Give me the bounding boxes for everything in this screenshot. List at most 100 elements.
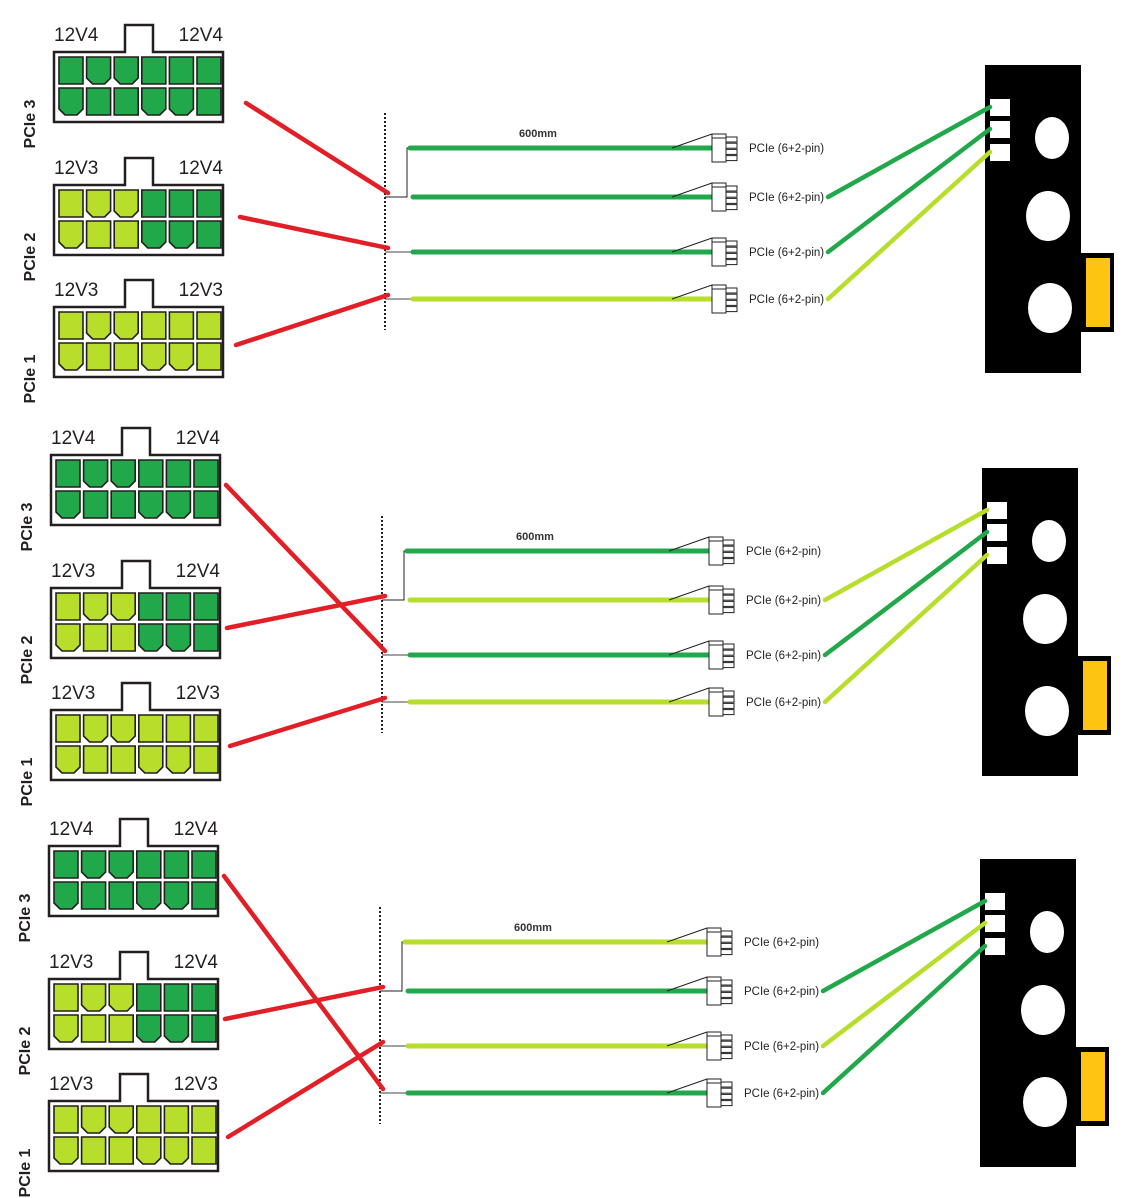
connector-pin-slot: [722, 600, 735, 607]
connector-pin-slot: [720, 1040, 733, 1047]
gpu-bracket: [1086, 258, 1110, 327]
connector-pin: [165, 623, 192, 652]
psu-port-name: PCIe 1: [17, 1148, 34, 1197]
cable-connector-label: PCIe (6+2-pin): [744, 937, 819, 949]
connector-latch: [711, 237, 727, 243]
connector-pin: [163, 850, 190, 879]
connector-pin: [113, 189, 139, 218]
connector-pin-slot: [725, 246, 738, 253]
gpu-power-port: [987, 547, 1007, 564]
cable-pair-split: [382, 550, 409, 601]
connector-pin: [53, 1014, 79, 1043]
connector-pin: [53, 1105, 79, 1134]
connector-pin: [168, 311, 195, 340]
gpu-bracket: [1081, 1052, 1105, 1121]
connector-pin: [165, 714, 192, 743]
connector-pin-slot: [725, 299, 738, 306]
cable-to-gpu-wire: [820, 898, 988, 994]
gpu-power-port: [987, 524, 1007, 541]
connector-latch: [706, 1031, 722, 1037]
connector-pin: [110, 714, 136, 743]
connector-pin-slot: [725, 252, 738, 259]
connector-pin: [191, 1014, 217, 1043]
connector-pin-slot: [720, 949, 733, 956]
pcie-6plus2-connector: PCIe (6+2-pin): [666, 1031, 819, 1061]
connector-pin: [85, 56, 112, 85]
cable-connector-label: PCIe (6+2-pin): [744, 1041, 819, 1053]
connector-pin: [58, 311, 84, 340]
pcie-6plus2-connector: PCIe (6+2-pin): [671, 133, 824, 163]
pcie-6plus2-connector: PCIe (6+2-pin): [668, 585, 821, 615]
connector-pin-slot: [720, 979, 733, 986]
connector-pin: [113, 56, 139, 85]
connector-pin: [108, 1105, 134, 1134]
connector-pin: [191, 1105, 217, 1134]
connector-pin: [163, 1014, 190, 1043]
connector-pin: [85, 87, 112, 116]
psu-port-name: PCIe 1: [22, 354, 39, 403]
left-rail-label: 12V3: [51, 561, 95, 582]
psu-to-cable-wire: [243, 100, 391, 196]
graphics-card: [985, 65, 1114, 373]
connector-lead: [671, 237, 713, 253]
connector-pin-slot: [722, 607, 735, 614]
gpu-mount-hole: [1025, 686, 1069, 736]
connector-pin-slot: [725, 306, 738, 313]
gpu-mount-hole: [1032, 520, 1066, 562]
connector-pin-slot: [725, 293, 738, 300]
psu-to-cable-wire: [222, 984, 386, 1022]
connector-pin-slot: [722, 696, 735, 703]
connector-pin: [196, 56, 222, 85]
left-rail-label: 12V3: [54, 158, 98, 179]
connector-pin: [191, 1136, 217, 1165]
gpu-mount-hole: [1026, 191, 1070, 241]
cable-to-gpu-wire: [822, 507, 990, 603]
connector-latch: [711, 182, 727, 188]
connector-pin: [113, 87, 139, 116]
connector-pin: [138, 745, 164, 774]
pcie-6plus2-connector: PCIe (6+2-pin): [671, 284, 824, 314]
connector-pin: [85, 311, 112, 340]
gpu-power-port: [990, 99, 1010, 116]
connector-pin: [165, 490, 192, 519]
connector-pin-slot: [722, 545, 735, 552]
connector-pin: [193, 592, 219, 621]
connector-pin-slot: [720, 930, 733, 937]
pcie-6plus2-connector: PCIe (6+2-pin): [671, 237, 824, 267]
cable-pair-split: [380, 941, 407, 992]
connector-pin-slot: [720, 942, 733, 949]
right-rail-label: 12V4: [176, 561, 221, 582]
pcie-6plus2-connector: PCIe (6+2-pin): [668, 536, 821, 566]
connector-pin: [85, 189, 112, 218]
connector-lead: [668, 687, 710, 703]
connector-pin-slot: [720, 1046, 733, 1053]
connector-pin: [168, 56, 195, 85]
connector-pin: [82, 745, 109, 774]
connector-pin: [80, 983, 107, 1012]
connector-lead: [671, 182, 713, 198]
connector-pin: [191, 850, 217, 879]
connector-pin: [196, 220, 222, 249]
connector-pin-slot: [725, 185, 738, 192]
connector-pin: [82, 623, 109, 652]
connector-lead: [668, 585, 710, 601]
cable-connector-label: PCIe (6+2-pin): [749, 143, 824, 155]
connector-pin: [163, 1136, 190, 1165]
connector-pin-slot: [725, 155, 738, 162]
connector-pin: [163, 881, 190, 910]
right-rail-label: 12V4: [174, 819, 219, 840]
right-rail-label: 12V4: [174, 952, 219, 973]
connector-pin-slot: [720, 1081, 733, 1088]
connector-pin-slot: [722, 539, 735, 546]
connector-pin-slot: [722, 702, 735, 709]
pcie-6plus2-connector: PCIe (6+2-pin): [668, 687, 821, 717]
gpu-power-port: [990, 121, 1010, 138]
connector-lead: [671, 284, 713, 300]
pcie-6plus2-connector: PCIe (6+2-pin): [671, 182, 824, 212]
connector-pin-slot: [725, 142, 738, 149]
connector-pin: [141, 189, 167, 218]
